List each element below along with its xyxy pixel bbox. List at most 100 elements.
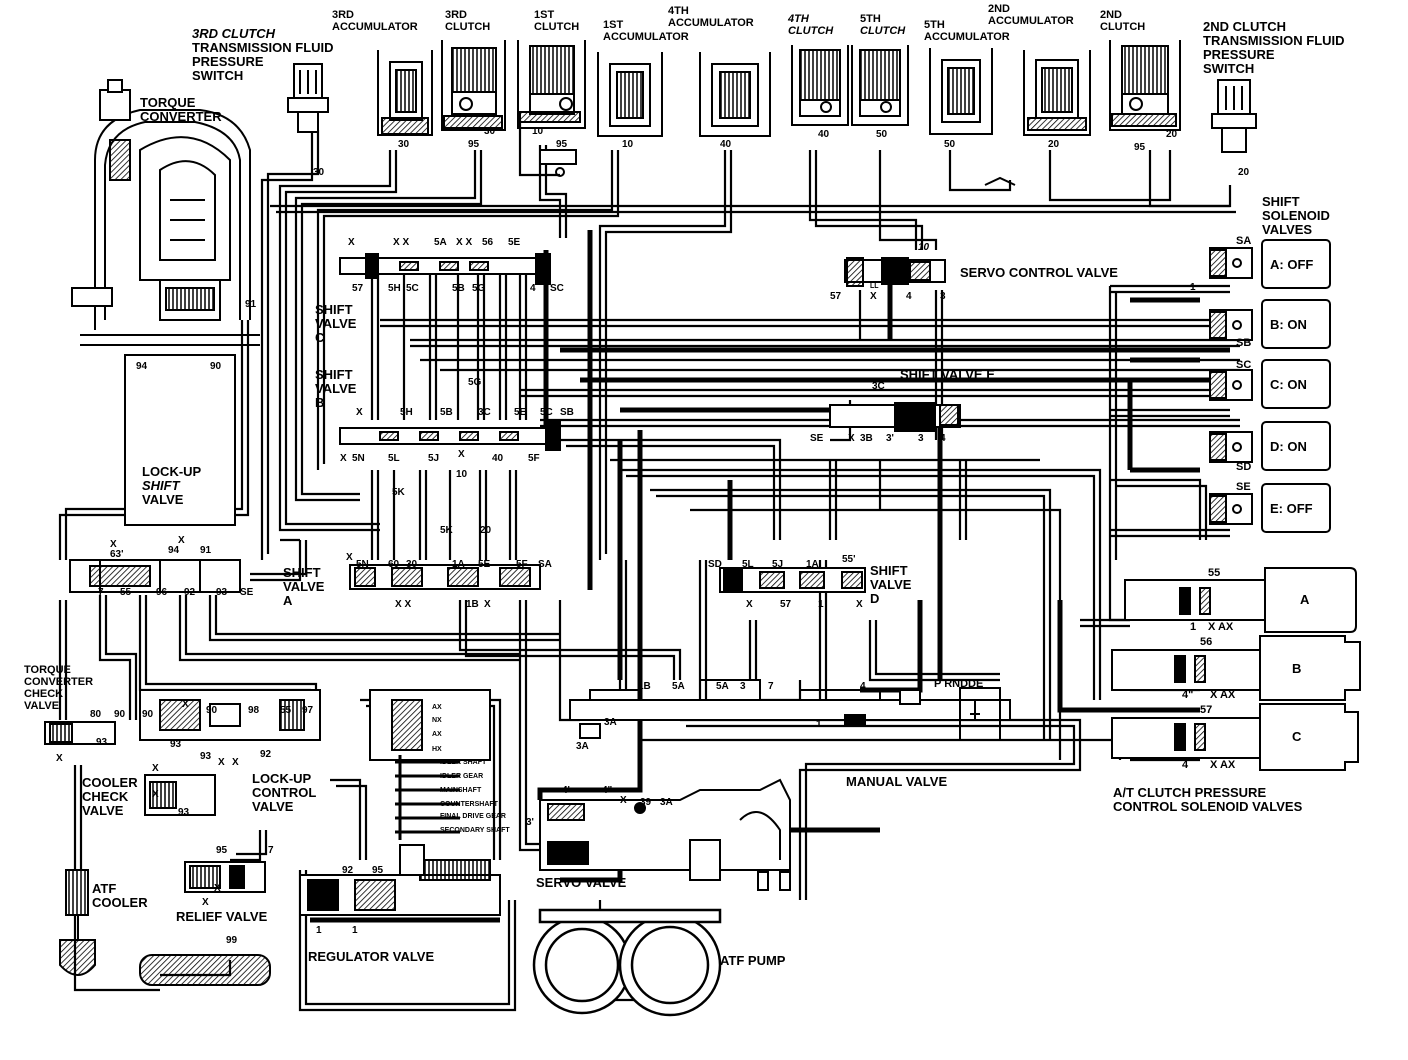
label-3rd-clutch-switch-4: SWITCH [192,68,244,83]
shaft-label-2: NX [432,717,442,724]
label-lockup-shift-valve-1: LOCK-UP [142,464,202,479]
port-label: 1A [806,559,819,570]
port-label: 3' [526,817,534,828]
port-label: 1 [816,719,822,730]
relief-valve-body [184,861,266,893]
label-5th-clutch-2: CLUTCH [860,25,906,37]
port-label: 63' [110,549,124,560]
port-label: 93 [178,807,190,818]
label-shift-valve-b-2: VALVE [315,381,357,396]
label-lockup-control-valve-3: VALVE [252,799,294,814]
port-label: 20 [1238,167,1250,178]
port-label: 5N [352,453,365,464]
port-label: 93 [216,587,228,598]
label-atf-pump: ATF PUMP [720,953,786,968]
port-label: 3A [660,797,673,808]
port-label: 30 [313,167,325,178]
at-clutch-pressure-solenoids [1111,567,1361,771]
port-label: X X [456,237,473,248]
label-2nd-clutch-2: CLUTCH [1100,21,1146,33]
torque-converter-check-valve-body [44,721,116,745]
port-label: 30 [484,126,496,137]
label-shift-solenoid-3: VALVES [1262,222,1313,237]
port-label: 98 [248,705,260,716]
port-label: 95 [468,139,480,150]
port-label: 5G [472,283,486,294]
shaft-label-7: MAINSHAFT [440,787,482,794]
port-label: 92 [342,865,354,876]
label-shift-valve-d-3: D [870,591,880,606]
label-2nd-clutch-switch-4: SWITCH [1203,61,1255,76]
label-4th-clutch-2: CLUTCH [788,25,834,37]
port-label: 90 [142,709,154,720]
shaft-label-1: AX [432,704,442,711]
solenoid-b-port: SB [1236,337,1252,349]
solenoid-e-state: E: OFF [1270,501,1313,516]
pressure-solenoid-c-tail: X AX [1210,759,1236,771]
shift-valve-c-body [339,253,551,285]
port-label: 3' [886,433,894,444]
label-lockup-shift-valve-3: VALVE [142,492,184,507]
solenoid-a-state: A: OFF [1270,257,1314,272]
manual-valve-body [569,679,1011,741]
label-3rd-accumulator-1: 3RD [332,9,355,21]
solenoid-a [1209,239,1331,289]
port-label: 94 [136,361,148,372]
port-label: X [178,535,185,546]
port-label: 5A [672,681,685,692]
port-label: SA [538,559,552,570]
label-2nd-clutch-switch-1: 2ND CLUTCH [1203,19,1287,34]
port-label: 39 [640,797,652,808]
regulator-valve-body [299,689,501,916]
port-label: X [56,753,63,764]
label-lockup-shift-valve-2: SHIFT [142,478,180,493]
port-label: X [152,763,159,774]
port-label: X [346,552,353,563]
label-at-clutch-solenoids-1: A/T CLUTCH PRESSURE [1113,785,1267,800]
1st-accumulator [597,52,663,137]
port-label: 20 [1048,139,1060,150]
port-label: 90 [114,709,126,720]
port-label: SE [240,587,254,598]
shaft-label-8: COUNTERSHAFT [440,801,498,808]
shift-valve-b-body [339,419,561,451]
port-label: 4" [602,785,613,796]
port-label: 10 [532,126,544,137]
port-label: X [202,897,209,908]
shaft-label-3: AX [432,731,442,738]
port-label: 1 [316,925,322,936]
port-label: 50 [876,129,888,140]
label-2nd-clutch-switch-3: PRESSURE [1203,47,1275,62]
label-lockup-control-valve-1: LOCK-UP [252,771,312,786]
port-label: 95 [216,845,228,856]
port-label: X [356,407,363,418]
solenoid-b [1209,299,1331,349]
port-label: 91 [245,299,257,310]
port-label: 5K [440,525,453,536]
4th-accumulator [699,52,771,137]
pressure-solenoid-a-out: 1 [1190,621,1197,633]
label-shift-solenoid-1: SHIFT [1262,194,1300,209]
label-3rd-clutch-switch-1: 3RD CLUTCH [192,26,276,41]
pressure-solenoid-b-port: 56 [1200,636,1213,648]
label-tc-check-valve-4: VALVE [24,700,60,712]
label-5th-clutch-1: 5TH [860,13,881,25]
pressure-solenoid-c-id: C [1292,729,1302,744]
oil-strainer-drawing [139,954,271,986]
label-servo-valve: SERVO VALVE [536,875,627,890]
label-1st-accumulator-2: ACCUMULATOR [603,31,689,43]
shift-valve-a-body [349,564,541,590]
label-shift-valve-a-1: SHIFT [283,565,321,580]
port-label: 55' [842,554,856,565]
shift-valve-e-body [829,402,961,432]
solenoid-c [1209,359,1331,409]
port-label: 5E [508,237,521,248]
port-label: X X [395,599,412,610]
solenoid-e-port: SE [1236,481,1251,493]
2nd-accumulator [1023,50,1091,136]
port-label: 30 [398,139,410,150]
port-label: X [340,453,347,464]
port-label: 1B [466,599,479,610]
2nd-clutch [1109,40,1181,131]
port-label: 96 [156,587,168,598]
